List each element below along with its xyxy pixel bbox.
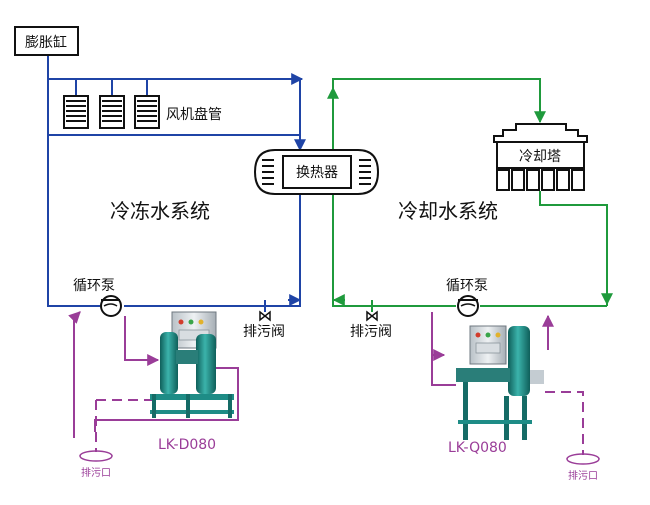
treatment-piping-left xyxy=(68,311,239,452)
drain-outlet-left: 排污口 xyxy=(79,450,113,479)
chilled-return-pipe xyxy=(124,192,301,307)
expansion-tank: 膨胀缸 xyxy=(14,26,79,56)
pump-right-label: 循环泵 xyxy=(446,278,488,294)
cooling-tower-outlet-pipe xyxy=(539,191,608,306)
cooling-tower-louvers xyxy=(496,169,585,191)
water-treatment-device-left: LK-D080 xyxy=(150,311,234,453)
valve-right-icon xyxy=(366,310,378,322)
tank-right xyxy=(508,326,530,396)
cooling-water-system-title: 冷却水系统 xyxy=(398,199,498,223)
heat-exchanger-label: 换热器 xyxy=(296,164,338,181)
device-right-model: LK-Q080 xyxy=(448,440,507,456)
fan-coil-unit-2 xyxy=(99,95,125,129)
cooling-bottom-pipe xyxy=(332,192,456,307)
expansion-tank-feed-pipe xyxy=(47,55,100,307)
fan-coil-units: 风机盘管 xyxy=(63,95,222,129)
chilled-water-system-title: 冷冻水系统 xyxy=(110,199,210,223)
expansion-tank-label: 膨胀缸 xyxy=(25,34,67,51)
fan-coil-unit-3 xyxy=(134,95,160,129)
circulation-pump-left: 循环泵 xyxy=(73,278,122,317)
left-outlet-pipe xyxy=(124,316,160,366)
cooling-top-pipe xyxy=(332,78,541,160)
pump-left-label: 循环泵 xyxy=(73,278,115,294)
heat-exchanger: 换热器 xyxy=(253,149,380,195)
fan-coil-label: 风机盘管 xyxy=(166,106,222,123)
water-treatment-device-right: LK-Q080 xyxy=(448,325,544,456)
drain-valve-left-label: 排污阀 xyxy=(243,324,285,340)
drain-valve-right-label: 排污阀 xyxy=(350,324,392,340)
circulation-pump-right: 循环泵 xyxy=(446,278,488,317)
drain-valve-left: 排污阀 xyxy=(243,310,285,340)
right-drain-pipe xyxy=(545,391,584,455)
tank-left-b xyxy=(196,334,216,394)
tank-left-a xyxy=(160,332,178,394)
drain-outlet-right-label: 排污口 xyxy=(568,469,598,482)
cooling-tower-label: 冷却塔 xyxy=(519,149,561,165)
left-inlet-pipe xyxy=(68,311,81,438)
chilled-water-loop xyxy=(47,55,306,312)
drain-outlet-right: 排污口 xyxy=(566,453,600,482)
cooling-water-loop xyxy=(327,78,613,312)
device-left-model: LK-D080 xyxy=(158,437,216,453)
drain-valve-right: 排污阀 xyxy=(350,310,392,340)
fan-coil-unit-1 xyxy=(63,95,89,129)
drain-outlet-left-label: 排污口 xyxy=(81,466,111,479)
cooling-tower: 冷却塔 xyxy=(493,123,588,191)
treatment-piping-right xyxy=(431,312,584,455)
valve-left-icon xyxy=(259,310,271,322)
right-inlet-pipe xyxy=(431,312,456,386)
